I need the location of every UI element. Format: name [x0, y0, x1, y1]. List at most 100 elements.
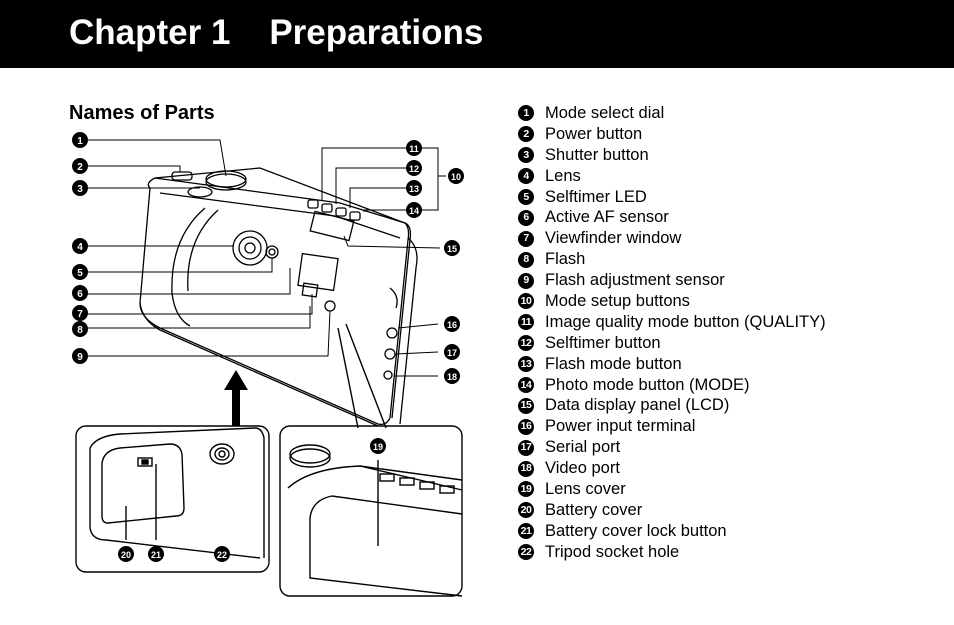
- svg-text:11: 11: [409, 144, 419, 154]
- svg-text:16: 16: [447, 320, 457, 330]
- part-label: Flash mode button: [545, 354, 682, 373]
- list-item: 1 Mode select dial: [518, 103, 826, 124]
- number-badge: 20: [518, 502, 534, 519]
- svg-text:4: 4: [77, 242, 83, 253]
- part-label: Data display panel (LCD): [545, 396, 730, 415]
- svg-text:9: 9: [77, 352, 83, 363]
- list-item: 16 Power input terminal: [518, 416, 826, 437]
- callout-14: 14: [406, 202, 422, 218]
- part-label: Selftimer button: [545, 333, 661, 352]
- number-badge: 13: [518, 356, 534, 373]
- number-badge: 7: [518, 230, 534, 247]
- list-item: 21 Battery cover lock button: [518, 521, 826, 542]
- number-badge: 6: [518, 209, 534, 226]
- list-item: 9 Flash adjustment sensor: [518, 270, 826, 291]
- svg-text:2: 2: [77, 162, 83, 173]
- camera-parts-diagram: 1 2 3 4 5 6 7 8 9 10 11 12 13 14 15 16 1…: [72, 132, 464, 597]
- callout-22: 22: [214, 546, 230, 562]
- svg-text:5: 5: [77, 268, 83, 279]
- callout-18: 18: [444, 368, 460, 384]
- callout-21: 21: [148, 546, 164, 562]
- number-badge: 17: [518, 439, 534, 456]
- part-label: Lens: [545, 166, 581, 185]
- number-badge: 19: [518, 481, 534, 498]
- number-badge: 12: [518, 335, 534, 352]
- part-label: Flash adjustment sensor: [545, 271, 725, 290]
- part-label: Image quality mode button (QUALITY): [545, 312, 826, 331]
- part-label: Video port: [545, 459, 620, 478]
- number-badge: 2: [518, 126, 534, 143]
- number-badge: 9: [518, 272, 534, 289]
- callout-20: 20: [118, 546, 134, 562]
- part-label: Power input terminal: [545, 417, 696, 436]
- svg-text:22: 22: [217, 550, 227, 560]
- svg-text:10: 10: [451, 172, 461, 182]
- list-item: 11 Image quality mode button (QUALITY): [518, 312, 826, 333]
- number-badge: 18: [518, 460, 534, 477]
- svg-text:8: 8: [77, 325, 83, 336]
- diagram-callouts: 1 2 3 4 5 6 7 8 9 10 11 12 13 14 15 16 1…: [72, 132, 464, 562]
- list-item: 19 Lens cover: [518, 479, 826, 500]
- svg-text:3: 3: [77, 184, 83, 195]
- list-item: 6 Active AF sensor: [518, 207, 826, 228]
- list-item: 3 Shutter button: [518, 145, 826, 166]
- svg-text:15: 15: [447, 244, 457, 254]
- callout-10: 10: [448, 168, 464, 184]
- part-label: Photo mode button (MODE): [545, 375, 750, 394]
- number-badge: 16: [518, 418, 534, 435]
- callout-1: 1: [72, 132, 88, 148]
- callout-6: 6: [72, 285, 88, 301]
- callout-11: 11: [406, 140, 422, 156]
- callout-15: 15: [444, 240, 460, 256]
- camera-lens-cover-detail: [279, 323, 463, 597]
- section-title: Names of Parts: [69, 102, 215, 124]
- part-label: Serial port: [545, 438, 621, 457]
- svg-text:13: 13: [409, 184, 419, 194]
- header-bar: Chapter 1 Preparations: [0, 0, 954, 68]
- part-label: Lens cover: [545, 480, 626, 499]
- number-badge: 3: [518, 147, 534, 164]
- callout-8: 8: [72, 321, 88, 337]
- number-badge: 1: [518, 105, 534, 122]
- number-badge: 5: [518, 189, 534, 205]
- number-badge: 21: [518, 523, 534, 540]
- svg-text:19: 19: [373, 442, 383, 452]
- arrow-up-icon: [224, 370, 248, 426]
- callout-3: 3: [72, 180, 88, 196]
- number-badge: 8: [518, 251, 534, 268]
- svg-text:17: 17: [447, 348, 457, 358]
- list-item: 5 Selftimer LED: [518, 187, 826, 208]
- svg-text:12: 12: [409, 164, 419, 174]
- callout-13: 13: [406, 180, 422, 196]
- part-label: Mode setup buttons: [545, 292, 690, 311]
- callout-9: 9: [72, 348, 88, 364]
- leader-lines: [86, 139, 446, 377]
- part-label: Battery cover: [545, 500, 643, 519]
- camera-body-front: [139, 167, 418, 427]
- callout-4: 4: [72, 238, 88, 254]
- part-label: Mode select dial: [545, 104, 665, 122]
- part-label: Selftimer LED: [545, 187, 647, 206]
- camera-bottom-detail: [75, 425, 270, 573]
- list-item: 18 Video port: [518, 458, 826, 479]
- callout-19: 19: [370, 438, 386, 454]
- svg-text:6: 6: [77, 289, 83, 300]
- chapter-title: Chapter 1 Preparations: [69, 13, 484, 52]
- svg-text:1: 1: [77, 136, 83, 147]
- part-label: Active AF sensor: [545, 208, 669, 227]
- part-label: Battery cover lock button: [545, 521, 727, 540]
- callout-17: 17: [444, 344, 460, 360]
- callout-5: 5: [72, 264, 88, 280]
- part-label: Shutter button: [545, 145, 649, 164]
- list-item: 13 Flash mode button: [518, 354, 826, 375]
- number-badge: 11: [518, 314, 534, 331]
- list-item: 17 Serial port: [518, 437, 826, 458]
- list-item: 4 Lens: [518, 166, 826, 187]
- number-badge: 14: [518, 377, 534, 394]
- number-badge: 4: [518, 168, 534, 185]
